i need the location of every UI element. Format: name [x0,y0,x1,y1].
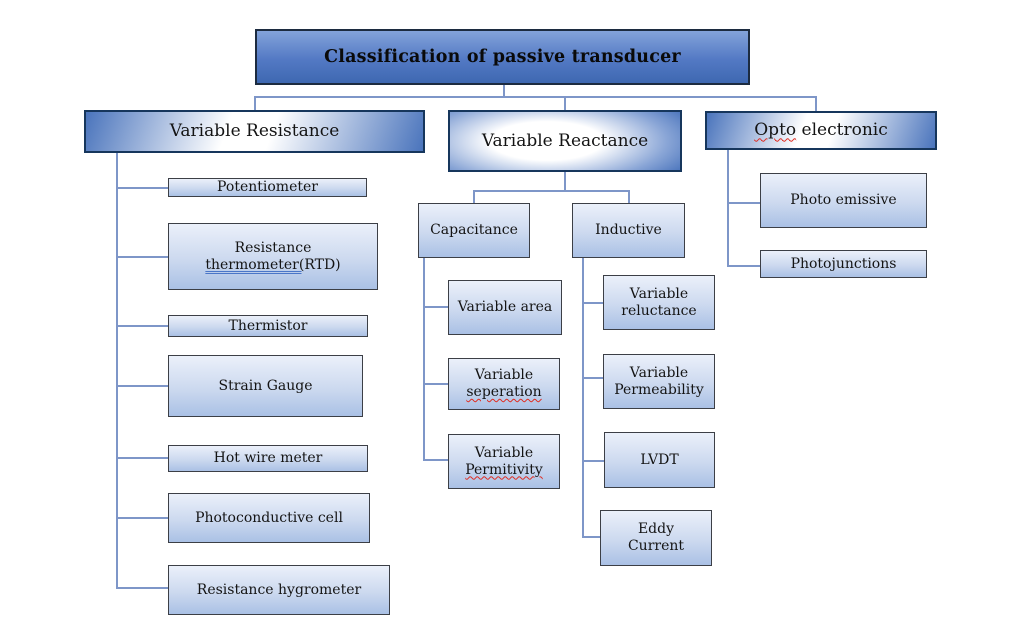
variable-reluctance-line2: reluctance [621,302,697,319]
opto-word-misspelled: Opto [754,120,797,141]
connector-stub-photoconductive [116,517,168,519]
resistance-hygrometer-label: Resistance hygrometer [196,581,362,598]
variable-reactance-label: Variable Reactance [481,130,649,151]
hot-wire-meter-label: Hot wire meter [213,450,323,467]
thermistor-label: Thermistor [228,317,308,334]
node-opto-electronic: Opto electronic [705,111,937,150]
photo-emissive-label: Photo emissive [790,192,897,209]
photojunctions-label: Photojunctions [790,255,897,272]
node-variable-area: Variable area [448,280,562,335]
connector-drop-reactance [564,96,566,111]
variable-reluctance-label: Variable reluctance [621,286,696,320]
eddy-current-label: Eddy Current [628,521,684,555]
variable-seperation-line2-misspelled: seperation [466,384,542,400]
connector-stub-hygrometer [116,587,168,589]
connector-stub-potentiometer [116,187,168,189]
connector-stub-strain-gauge [116,385,168,387]
lvdt-label: LVDT [640,451,679,468]
rtd-line1: Resistance [234,239,312,256]
inductive-label: Inductive [595,222,662,239]
resistance-thermometer-label: Resistance thermometer(RTD) [205,240,340,274]
variable-resistance-label: Variable Resistance [169,121,340,142]
connector-stub-lvdt [582,460,604,462]
title-label: Classification of passive transducer [324,46,681,67]
connector-stub-variable-permitivity [423,459,448,461]
variable-permeability-label: Variable Permeability [614,365,704,399]
eddy-current-line1: Eddy [637,521,675,538]
node-strain-gauge: Strain Gauge [168,355,363,417]
node-variable-seperation: Variable seperation [448,358,560,410]
node-variable-permeability: Variable Permeability [603,354,715,409]
connector-reactance-drop [564,172,566,192]
variable-permeability-line2: Permeability [614,381,704,398]
variable-area-label: Variable area [457,299,553,316]
rtd-rest: RTD) [304,256,341,273]
connector-capacitance-rail [423,258,425,461]
variable-permeability-line1: Variable [629,364,689,381]
strain-gauge-label: Strain Gauge [218,377,313,394]
connector-stub-thermistor [116,325,168,327]
variable-permitivity-line2-misspelled: Permitivity [465,461,543,478]
opto-word-rest: electronic [796,120,888,141]
node-hot-wire-meter: Hot wire meter [168,445,368,472]
connector-opto-rail [727,150,729,267]
connector-drop-inductive [628,190,630,203]
connector-stub-variable-permeability [582,377,603,379]
node-photoconductive-cell: Photoconductive cell [168,493,370,543]
connector-reactance-rail [473,190,630,192]
variable-seperation-label: Variable seperation [466,367,541,401]
node-variable-permitivity: Variable Permitivity [448,434,560,489]
capacitance-label: Capacitance [430,222,518,239]
opto-electronic-label: Opto electronic [754,120,887,140]
variable-permitivity-line1: Variable [474,444,534,461]
node-potentiometer: Potentiometer [168,178,367,197]
connector-stub-photojunctions [727,265,760,267]
connector-stub-eddy-current [582,536,600,538]
connector-drop-resistance [254,96,256,111]
photoconductive-cell-label: Photoconductive cell [195,509,343,526]
connector-resistance-rail [116,153,118,589]
connector-stub-hot-wire [116,457,168,459]
node-resistance-thermometer: Resistance thermometer(RTD) [168,223,378,290]
node-inductive: Inductive [572,203,685,258]
eddy-current-line2: Current [627,538,685,554]
connector-stub-variable-seperation [423,383,448,385]
connector-stub-photo-emissive [727,202,760,204]
node-eddy-current: Eddy Current [600,510,712,566]
connector-drop-capacitance [473,190,475,203]
node-lvdt: LVDT [604,432,715,488]
node-variable-reluctance: Variable reluctance [603,275,715,330]
connector-top-rail [254,96,817,98]
node-capacitance: Capacitance [418,203,530,258]
node-photo-emissive: Photo emissive [760,173,927,228]
connector-title-drop [503,85,505,97]
variable-seperation-line1: Variable [474,367,534,384]
node-resistance-hygrometer: Resistance hygrometer [168,565,390,615]
variable-reluctance-line1: Variable [629,285,689,302]
node-variable-reactance: Variable Reactance [448,110,682,172]
node-photojunctions: Photojunctions [760,250,927,278]
node-thermistor: Thermistor [168,315,368,337]
connector-stub-rtd [116,256,168,258]
connector-drop-opto [815,96,817,112]
variable-permitivity-label: Variable Permitivity [465,445,543,479]
connector-stub-variable-area [423,306,448,308]
connector-inductive-rail [582,258,584,538]
node-title: Classification of passive transducer [255,29,750,85]
connector-stub-variable-reluctance [582,302,603,304]
rtd-underlined-word: thermometer( [205,256,305,273]
node-variable-resistance: Variable Resistance [84,110,425,153]
potentiometer-label: Potentiometer [217,179,318,196]
